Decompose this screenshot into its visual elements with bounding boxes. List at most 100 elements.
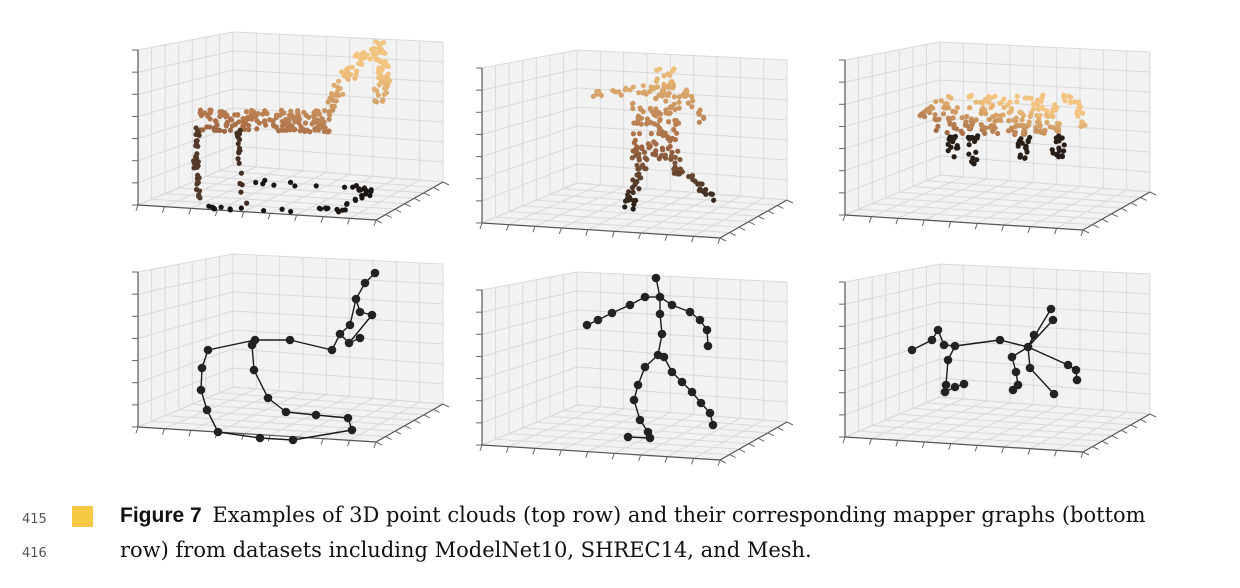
grid-line	[844, 174, 941, 216]
grid-line	[587, 412, 671, 453]
figure-caption-line: Figure 7 Examples of 3D point clouds (to…	[120, 503, 1146, 527]
grid-line	[137, 386, 234, 428]
grid-line	[1029, 409, 1104, 450]
cloud-point	[238, 189, 244, 195]
grid-line	[232, 107, 444, 123]
graph-node	[943, 355, 953, 365]
cloud-point	[630, 197, 637, 204]
grid-line	[375, 441, 383, 446]
grid-line	[347, 218, 351, 225]
cloud-point	[946, 105, 952, 111]
cloud-point	[1026, 119, 1032, 125]
graph-node	[1011, 367, 1021, 377]
axes-pane	[577, 272, 787, 422]
cloud-point	[255, 111, 261, 117]
cloud-point	[246, 127, 252, 133]
cloud-point	[942, 100, 948, 107]
cloud-point	[1005, 102, 1011, 108]
cloud-point	[1037, 123, 1043, 129]
graph-node	[959, 379, 969, 389]
cloud-point	[954, 143, 960, 149]
cloud-point	[1061, 94, 1067, 100]
cloud-point	[669, 149, 675, 155]
cloud-point	[1068, 94, 1074, 100]
grid-line	[885, 419, 1112, 437]
grid-line	[561, 410, 648, 451]
grid-line	[948, 443, 952, 450]
grid-line	[576, 125, 788, 141]
grid-line	[481, 106, 578, 135]
cloud-point	[652, 151, 658, 157]
graph-node	[344, 338, 354, 348]
grid-line	[576, 328, 788, 343]
graph-node	[657, 329, 667, 339]
grid-line	[423, 192, 431, 197]
grid-line	[939, 60, 1151, 73]
grid-line	[948, 221, 952, 228]
axes-pane	[138, 387, 443, 442]
cloud-point	[626, 189, 632, 195]
cloud-point	[193, 154, 199, 160]
cloud-point	[345, 76, 351, 82]
cloud-point	[190, 158, 197, 164]
grid-line	[842, 436, 846, 444]
axes-pane	[138, 254, 233, 427]
grid-line	[481, 163, 578, 202]
cloud-point	[627, 87, 633, 93]
grid-line	[232, 145, 444, 163]
graph-node	[645, 433, 655, 443]
cloud-point	[656, 156, 662, 162]
grid-line	[375, 219, 383, 224]
grid-line	[385, 436, 392, 441]
grid-line	[912, 185, 1131, 204]
cloud-point	[298, 124, 304, 130]
cloud-point	[1037, 112, 1043, 119]
graph-edge	[954, 339, 1001, 347]
cloud-point	[331, 82, 337, 88]
cloud-point	[286, 116, 292, 123]
cloud-point	[979, 123, 985, 129]
grid-line	[495, 438, 730, 456]
cloud-point	[997, 117, 1004, 124]
cloud-point	[951, 135, 957, 141]
grid-line	[939, 339, 1151, 355]
cloud-point	[1012, 129, 1018, 136]
cloud-point	[340, 91, 346, 97]
grid-line	[1001, 446, 1005, 454]
graph-node	[625, 300, 635, 310]
graph-node	[1046, 304, 1056, 314]
grid-line	[137, 329, 234, 362]
grid-line	[871, 398, 964, 440]
cloud-point	[631, 120, 637, 126]
cloud-point	[1034, 102, 1041, 108]
cloud-point	[671, 170, 677, 176]
cloud-point	[326, 116, 332, 122]
graph-node	[667, 367, 677, 377]
grid-line	[693, 197, 764, 237]
grid-line	[549, 193, 768, 212]
cloud-point	[940, 111, 947, 117]
grid-line	[777, 426, 784, 431]
cloud-point	[1053, 107, 1059, 113]
grid-line	[717, 237, 721, 245]
cloud-point	[331, 103, 337, 109]
grid-line	[1080, 451, 1084, 459]
caption-text: Examples of 3D point clouds (top row) an…	[212, 503, 1146, 527]
grid-line	[576, 385, 788, 403]
grid-line	[844, 436, 1084, 453]
grid-line	[1029, 187, 1104, 228]
cloud-point	[670, 85, 676, 91]
graph-edge	[1027, 319, 1054, 348]
grid-line	[844, 301, 941, 327]
grid-line	[748, 443, 755, 448]
cloud-point	[636, 157, 642, 163]
cloud-point	[283, 121, 290, 127]
graph-node	[708, 420, 718, 430]
cloud-point	[195, 159, 201, 165]
grid-line	[912, 407, 1131, 426]
cloud-point	[236, 145, 243, 151]
grid-line	[1082, 413, 1151, 453]
cloud-point	[954, 105, 960, 111]
cloud-point	[647, 105, 654, 112]
grid-line	[394, 430, 402, 435]
